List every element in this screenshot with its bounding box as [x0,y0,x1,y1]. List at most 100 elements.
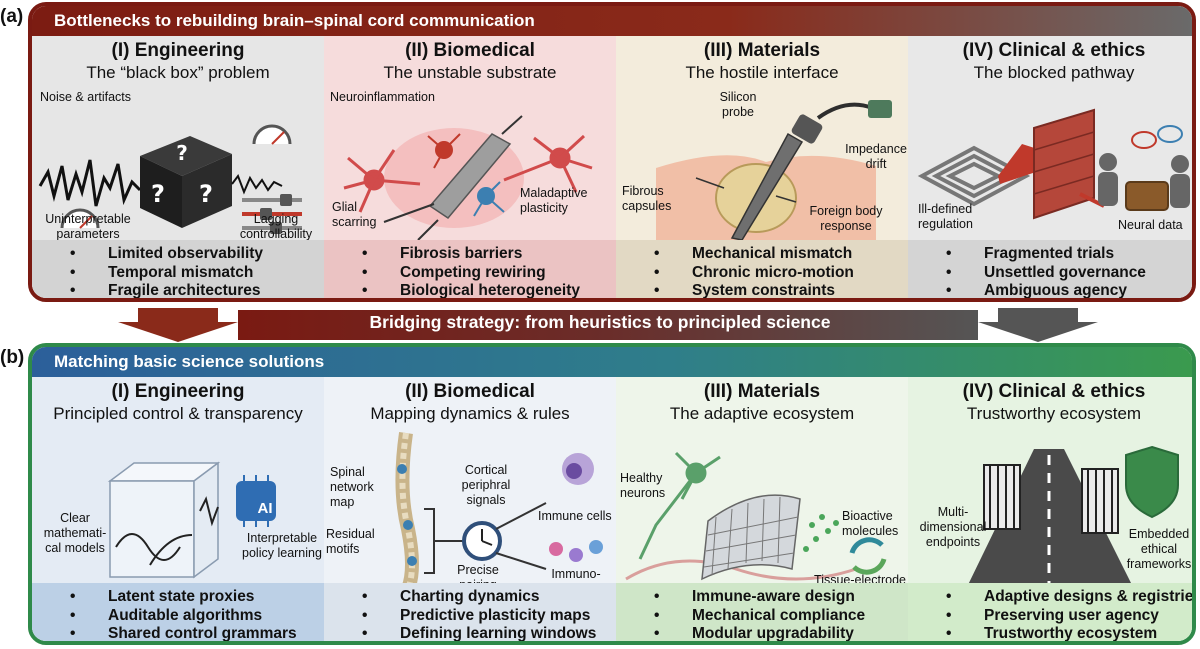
panel-a-materials-subtitle: The hostile interface [685,63,839,82]
bullet-item: Temporal mismatch [70,264,324,283]
label-clear-mathematical-models: Clear mathemati-cal models [43,511,107,555]
bullet-item: Competing rewiring [362,264,616,283]
waveform-icon [149,534,193,566]
panel-b-biomedical: (II) Biomedical Mapping dynamics & rules [324,377,616,641]
panel-a-materials: (III) Materials The hostile interface Si… [616,36,908,298]
panel-b-letter: (b) [0,347,25,368]
mesh-electrode-icon [701,494,801,581]
panel-b-frame: Matching basic science solutions (I) Eng… [28,343,1196,645]
label-neuroinflammation: Neuroinflammation [330,90,435,104]
bioactive-molecule-icon [803,514,839,552]
astrocyte-icon [473,181,505,217]
panel-a-clinical-subtitle: The blocked pathway [973,63,1135,82]
pointer-line [383,203,435,223]
label-silicon-probe: Silicon probe [719,90,757,119]
arrow-icon [495,502,547,530]
brick-wall-icon [1033,108,1095,220]
panel-a-biomedical-bullets: Fibrosis barriers Competing rewiring Bio… [324,240,616,298]
panel-a-materials-bullets: Mechanical mismatch Chronic micro-motion… [616,240,908,298]
pointer-line [695,177,725,189]
immuno-neural-icon [549,540,603,562]
panel-b-materials: (III) Materials The adaptive ecosystem [616,377,908,641]
neuron-icon [503,134,593,193]
panel-a-clinical: (IV) Clinical & ethics The blocked pathw… [908,36,1192,298]
bullet-item: Auditable algorithms [70,607,324,626]
gate-icon [983,464,1119,534]
bullet-item: System constraints [654,282,908,298]
label-bioactive-molecules: Bioactive molecules [842,509,899,538]
panel-b-engineering: (I) Engineering Principled control & tra… [32,377,324,641]
bullet-item: Modular upgradability [654,625,908,641]
label-impedance-drift: Impedance drift [845,142,907,171]
plug-icon [868,100,892,118]
arrow-icon [417,219,439,241]
bullet-item: Preserving user agency [946,607,1192,626]
panel-b-engineering-subtitle: Principled control & transparency [53,404,303,423]
panel-b-materials-title: (III) Materials [703,381,821,402]
label-residual-motifs: Residual motifs [326,527,375,556]
neuroinflammation-illustration [343,115,593,241]
person-icon [1098,153,1118,206]
panel-b-engineering-title: (I) Engineering [111,381,245,402]
network-node-icon [407,556,417,566]
bullet-item: Mechanical compliance [654,607,908,626]
panel-b-engineering-bullets: Latent state proxies Auditable algorithm… [32,583,324,641]
bullet-item: Fibrosis barriers [362,245,616,264]
bullet-item: Charting dynamics [362,588,616,607]
probe-interface-illustration [656,100,892,248]
label-healthy-neurons: Healthy neurons [620,471,666,500]
clock-icon [462,521,502,561]
noise-signal-icon [38,159,142,207]
label-foreign-body-response: Foreign body response [809,204,883,233]
ai-chip-label: AI [257,500,273,517]
label-fibrous-capsules: Fibrous capsules [622,184,672,213]
black-box-illustration: ? ? ? [38,124,302,234]
down-arrow-icon [978,308,1098,342]
panel-b-biomedical-bullets: Charting dynamics Predictive plasticity … [324,583,616,641]
panel-a-clinical-title: (IV) Clinical & ethics [962,40,1146,61]
panel-b-clinical-bullets: Adaptive designs & registries Preserving… [908,583,1192,641]
bullet-item: Trustworthy ecosystem [946,625,1192,641]
bullet-item: Unsettled governance [946,264,1192,283]
panel-b-materials-subtitle: The adaptive ecosystem [669,404,855,423]
panel-a-frame: Bottlenecks to rebuilding brain–spinal c… [28,2,1196,302]
bullet-item: Shared control grammars [70,625,324,641]
cube-right [182,154,232,228]
shield-icon [1125,445,1179,519]
panel-a-heading: Bottlenecks to rebuilding brain–spinal c… [32,6,1192,36]
speech-bubble-icon [1157,125,1183,143]
cable-icon [816,102,873,120]
microglia-icon [427,133,461,169]
ai-chip-icon [236,475,276,527]
neuron-icon [343,149,421,213]
cube-left [140,156,182,228]
neuron-icon [638,451,721,560]
panel-b-materials-bullets: Immune-aware design Mechanical complianc… [616,583,908,641]
label-cortical-peripheral-signals: Cortical periphral signals [461,463,511,507]
label-neural-data: Neural data [1118,218,1183,232]
label-glial-scarring: Glial scarring [332,200,377,229]
panel-a-clinical-bullets: Fragmented trials Unsettled governance A… [908,240,1192,298]
bullet-item: Latent state proxies [70,588,324,607]
panel-b-clinical-title: (IV) Clinical & ethics [962,381,1146,402]
bullet-item: Ambiguous agency [946,282,1192,298]
network-node-icon [403,520,413,530]
label-lagging-controllability: Lagging controllability [239,212,313,241]
bridging-strategy-text: Bridging strategy: from heuristics to pr… [369,312,831,332]
panel-a-letter: (a) [0,6,24,27]
bullet-item: Chronic micro-motion [654,264,908,283]
label-embedded-ethical-frameworks: Embedded ethical frameworks [1126,527,1192,571]
waveform-icon [115,533,181,561]
bullet-item: Fragile architectures [70,282,324,298]
treasure-chest-icon [1125,181,1169,211]
trustworthy-road-illustration [966,445,1179,589]
label-immune-cells: Immune cells [538,509,612,523]
bracket-icon [424,508,435,574]
panel-b-clinical: (IV) Clinical & ethics Trustworthy ecosy… [908,377,1192,641]
panel-a-materials-title: (III) Materials [703,40,821,61]
immune-cell-icon [562,453,594,485]
transparent-box-illustration [107,461,276,579]
silicon-probe-icon [730,132,804,241]
blocked-pathway-illustration [917,108,1190,220]
label-multi-dimensional-endpoints: Multi-dimensional endpoints [919,505,987,549]
